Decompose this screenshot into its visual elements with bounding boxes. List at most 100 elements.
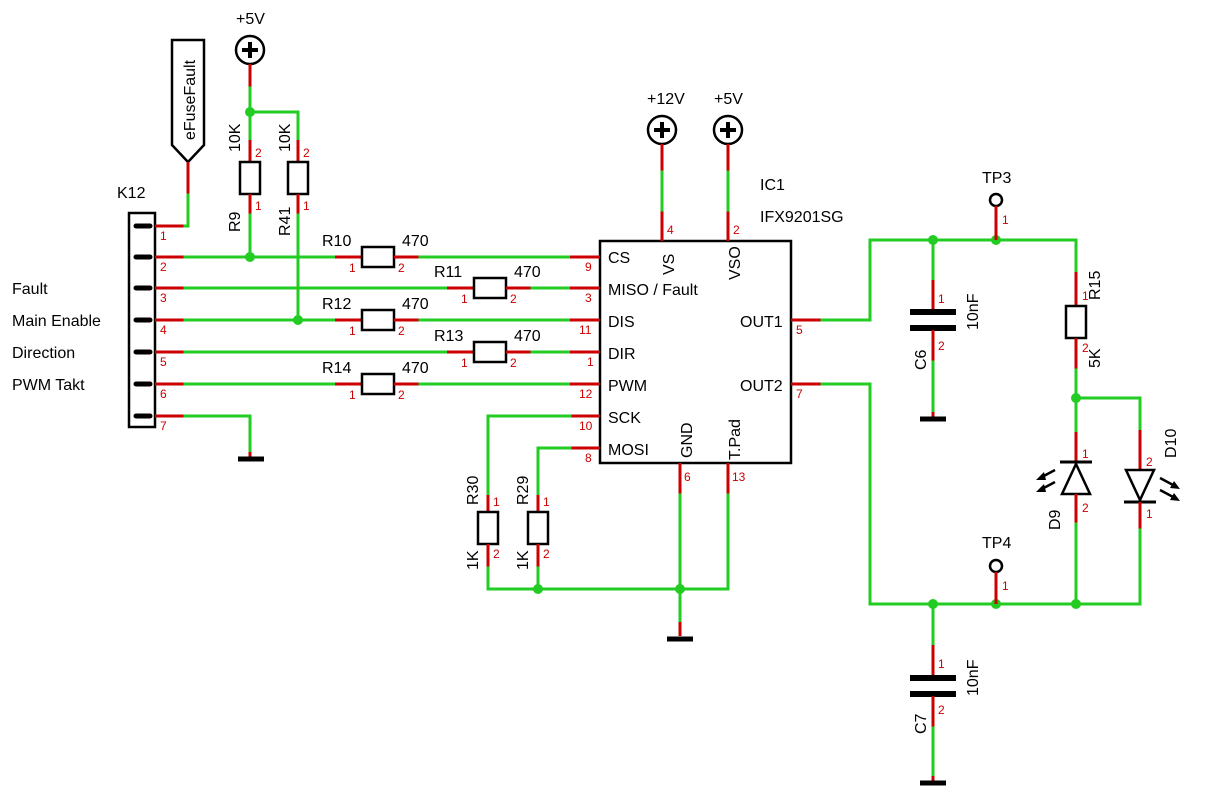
r10-value: 470 (402, 233, 429, 250)
connector-pin-2: 2 (160, 260, 167, 274)
ic1-value: IFX9201SG (760, 209, 844, 226)
connector-pin-leads (155, 224, 185, 418)
r12-ref: R12 (322, 296, 351, 313)
tp3-label: TP3 (982, 170, 1011, 187)
c7-value: 10nF (965, 659, 982, 696)
testpoint-tp4: TP4 1 (982, 535, 1011, 604)
d10-pin1: 1 (1146, 507, 1153, 521)
ic1-pin-sck: SCK (608, 410, 641, 427)
c6-value: 10nF (965, 293, 982, 330)
connector-pin-4: 4 (160, 323, 167, 337)
r13-pin2: 2 (510, 356, 517, 370)
signal-wires (183, 255, 449, 386)
supply-5v-vso-label: +5V (714, 91, 743, 108)
c7-ref: C7 (913, 713, 930, 734)
supply-12v: +12V (646, 91, 685, 212)
efuse-fault-flag: eFuseFault (170, 38, 206, 228)
resistor-r9: 2 1 10K R9 (227, 123, 262, 232)
ic1-pin-out1: OUT1 (740, 314, 783, 331)
d9-pin2: 2 (1082, 501, 1089, 515)
r13-value: 470 (514, 328, 541, 345)
r11-ref: R11 (434, 264, 462, 281)
ic1: IC1 IFX9201SG CS MISO / Fault DIS DIR PW… (570, 177, 844, 495)
r29-value: 1K (515, 550, 532, 570)
capacitor-c6: 1 2 10nF C6 (910, 238, 982, 422)
r13-ref: R13 (434, 328, 463, 345)
ic1-pin-dir: DIR (608, 346, 636, 363)
r14-value: 470 (402, 360, 429, 377)
ic1-pin-cs-num: 9 (585, 260, 592, 274)
ic1-pin-vso-num: 2 (733, 223, 740, 237)
ic1-pin-mosi: MOSI (608, 442, 649, 459)
r11-pin2: 2 (510, 292, 517, 306)
ic1-pin-dis: DIS (608, 314, 635, 331)
capacitor-c7: 1 2 10nF C7 (910, 602, 982, 786)
resistor-r12: R12 470 1 2 (322, 296, 429, 338)
ic1-ref: IC1 (760, 177, 785, 194)
resistor-r14: R14 470 1 2 (322, 360, 429, 402)
ic1-pin-miso: MISO / Fault (608, 282, 698, 299)
connector-pin-3: 3 (160, 291, 167, 305)
supply-12v-label: +12V (647, 91, 685, 108)
r9-value: 10K (227, 123, 244, 152)
spi-wires (486, 414, 572, 497)
ic1-pin-tpad-num: 13 (732, 470, 746, 484)
d9-ref: D9 (1047, 509, 1064, 530)
r11-pin1: 1 (461, 292, 468, 306)
ic-ground-bus (486, 493, 730, 642)
ic1-pin-cs: CS (608, 250, 630, 267)
c6-pin2: 2 (938, 339, 945, 353)
r12-pin1: 1 (349, 324, 356, 338)
r14-pin1: 1 (349, 388, 356, 402)
c6-pin1: 1 (938, 292, 945, 306)
r10-ref: R10 (322, 233, 351, 250)
tp4-pin: 1 (1002, 579, 1009, 593)
ic1-pin-miso-num: 3 (585, 291, 592, 305)
resistor-r11: R11 470 1 2 (434, 264, 541, 306)
ic1-pin-dir-num: 1 (587, 355, 594, 369)
signal-direction: Direction (12, 345, 75, 362)
resistor-r10: R10 470 1 2 (322, 233, 429, 275)
r30-pin1: 1 (493, 495, 500, 509)
r15-pin1: 1 (1082, 289, 1089, 303)
r14-ref: R14 (322, 360, 351, 377)
ic1-pin-vso: VSO (727, 246, 744, 280)
r10-pin2: 2 (398, 261, 405, 275)
supply-5v-left: +5V (234, 11, 300, 142)
ic1-pin-mosi-num: 8 (585, 451, 592, 465)
signal-main-enable: Main Enable (12, 313, 101, 330)
ic1-pin-out1-num: 5 (796, 323, 803, 337)
r12-value: 470 (402, 296, 429, 313)
supply-5v-vso: +5V (712, 91, 744, 212)
r30-pin2: 2 (493, 547, 500, 561)
resistor-r13: R13 470 1 2 (434, 328, 541, 370)
ic1-pin-dis-num: 11 (579, 323, 592, 337)
resistor-r29: 1 2 R29 1K (515, 476, 550, 570)
ic1-pin-out2: OUT2 (740, 378, 783, 395)
ic1-pin-vs: VS (661, 254, 678, 275)
efuse-fault-label: eFuseFault (182, 59, 199, 140)
connector-ref: K12 (117, 185, 146, 202)
r29-ref: R29 (515, 476, 532, 505)
led-d9: 1 2 D9 (1036, 432, 1092, 606)
r41-ref: R41 (277, 207, 294, 236)
d9-pin1: 1 (1082, 447, 1089, 461)
signal-labels: Fault Main Enable Direction PWM Takt (12, 281, 101, 394)
r9-ref: R9 (227, 211, 244, 232)
ic1-pin-sck-num: 10 (579, 419, 593, 433)
ic1-pin-gnd-num: 6 (684, 470, 691, 484)
c6-ref: C6 (913, 349, 930, 370)
connector-k12: K12 1 2 3 4 5 6 7 (117, 185, 185, 433)
signal-pwm-takt: PWM Takt (12, 377, 85, 394)
c7-pin1: 1 (938, 657, 945, 671)
tp4-label: TP4 (982, 535, 1011, 552)
r11-value: 470 (514, 264, 541, 281)
r9-pin2: 2 (255, 146, 262, 160)
d10-emission-arrows (1159, 476, 1180, 501)
r15-pin2: 2 (1082, 341, 1089, 355)
testpoint-tp3: TP3 1 (982, 170, 1011, 240)
resistor-r15: 1 2 R15 5K (1064, 271, 1104, 370)
resistor-r41: 2 1 10K R41 (277, 123, 310, 236)
r14-pin2: 2 (398, 388, 405, 402)
